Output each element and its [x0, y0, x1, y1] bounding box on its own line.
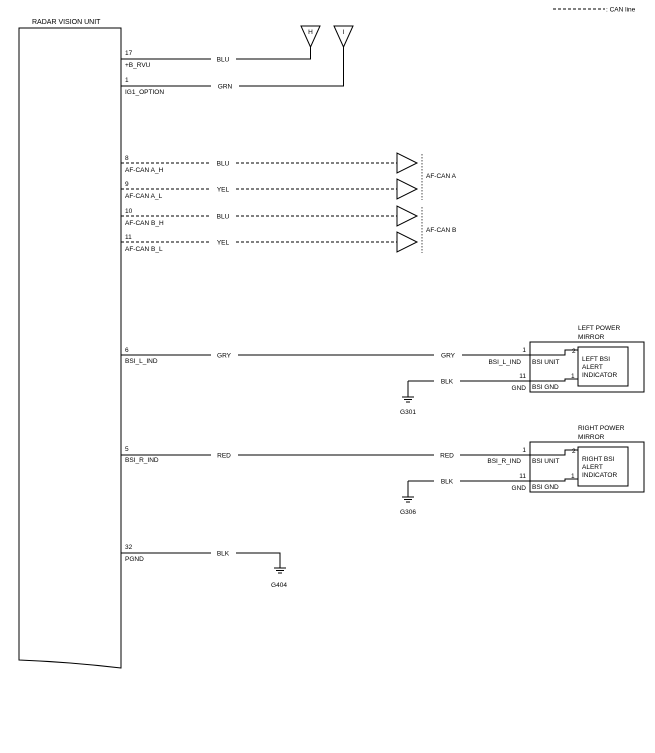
wire-color-label: GRY [217, 353, 232, 360]
can-connector-arrow [396, 231, 419, 253]
left-bsi-indicator [577, 346, 629, 387]
pin-number: 10 [125, 208, 133, 215]
right-bsi-indicator [577, 446, 629, 487]
indicator-label: RIGHT BSI [582, 456, 615, 463]
mirror-title: MIRROR [578, 334, 605, 341]
can-connector-arrow [396, 178, 419, 200]
connector-signal-label: BSI_R_IND [487, 458, 521, 465]
connector-h-label: H [308, 29, 313, 36]
internal-wire [530, 478, 578, 482]
can-group-label: AF-CAN B [426, 227, 456, 234]
legend-label: : CAN line [606, 7, 636, 14]
bsi-gnd-label: BSI GND [532, 484, 559, 491]
pin-signal: AF-CAN A_L [125, 193, 163, 200]
pin-signal: +B_RVU [125, 62, 151, 69]
connector-signal-label: GND [512, 485, 527, 492]
connector-pin-number: 11 [519, 473, 526, 480]
internal-wire [530, 349, 578, 356]
connector-signal-label: BSI_L_IND [488, 359, 521, 366]
can-connector-arrow [396, 205, 419, 227]
pin-signal: AF-CAN B_L [125, 246, 163, 253]
bsi-unit-label: BSI UNIT [532, 359, 559, 366]
indicator-pin-number: 1 [571, 373, 575, 380]
wire-color-label: GRY [441, 353, 456, 360]
pin-signal: BSI_R_IND [125, 457, 159, 464]
pin-number: 32 [125, 544, 133, 551]
internal-wire [530, 449, 578, 456]
can-connector-arrow [396, 152, 419, 174]
wire-segment [236, 47, 311, 60]
connector-signal-label: GND [512, 385, 527, 392]
pin-signal: AF-CAN B_H [125, 220, 164, 227]
connector-h-symbol [300, 25, 321, 49]
indicator-pin-number: 2 [572, 448, 576, 455]
pin-number: 9 [125, 181, 129, 188]
pin-number: 5 [125, 446, 129, 453]
connector-i-label: I [343, 29, 345, 36]
pin-number: 11 [125, 234, 132, 241]
wire-segment [239, 47, 344, 87]
bsi-gnd-label: BSI GND [532, 384, 559, 391]
bsi-unit-label: BSI UNIT [532, 458, 559, 465]
wire-color-label: BLU [217, 214, 230, 221]
pin-number: 6 [125, 347, 129, 354]
unit-title: RADAR VISION UNIT [32, 19, 101, 26]
pin-number: 17 [125, 50, 133, 57]
wire-color-label: BLU [217, 57, 230, 64]
mirror-title: RIGHT POWER [578, 425, 625, 432]
ground-label: G306 [400, 509, 416, 516]
pin-number: 1 [125, 77, 129, 84]
connector-pin-number: 11 [519, 373, 526, 380]
wire-color-label: YEL [217, 187, 230, 194]
mirror-title: MIRROR [578, 434, 605, 441]
wire-color-label: BLU [217, 161, 230, 168]
indicator-label: INDICATOR [582, 472, 617, 479]
indicator-pin-number: 2 [572, 348, 576, 355]
wire-color-label: GRN [218, 84, 233, 91]
wire-color-label: BLK [441, 479, 454, 486]
right-power-mirror-box [529, 441, 645, 493]
ground-wire [236, 552, 281, 568]
wire-color-label: YEL [217, 240, 230, 247]
wire-color-label: RED [217, 453, 231, 460]
radar-vision-unit-box [18, 27, 122, 669]
pin-signal: AF-CAN A_H [125, 167, 164, 174]
indicator-label: ALERT [582, 464, 603, 471]
ground-label: G404 [271, 582, 287, 589]
pin-signal: BSI_L_IND [125, 358, 158, 365]
can-group-label: AF-CAN A [426, 173, 457, 180]
mirror-title: LEFT POWER [578, 325, 620, 332]
indicator-label: INDICATOR [582, 372, 617, 379]
connector-pin-number: 1 [522, 347, 526, 354]
indicator-label: ALERT [582, 364, 603, 371]
ground-label: G301 [400, 409, 416, 416]
left-power-mirror-box [529, 341, 645, 393]
indicator-pin-number: 1 [571, 473, 575, 480]
indicator-label: LEFT BSI [582, 356, 610, 363]
wire-color-label: BLK [441, 379, 454, 386]
connector-pin-number: 1 [522, 447, 526, 454]
wire-color-label: BLK [217, 551, 230, 558]
wire-color-label: RED [440, 453, 454, 460]
pin-signal: IG1_OPTION [125, 89, 164, 96]
connector-i-symbol [333, 25, 354, 49]
pin-number: 8 [125, 155, 129, 162]
pin-signal: PGND [125, 556, 144, 563]
internal-wire [530, 378, 578, 382]
